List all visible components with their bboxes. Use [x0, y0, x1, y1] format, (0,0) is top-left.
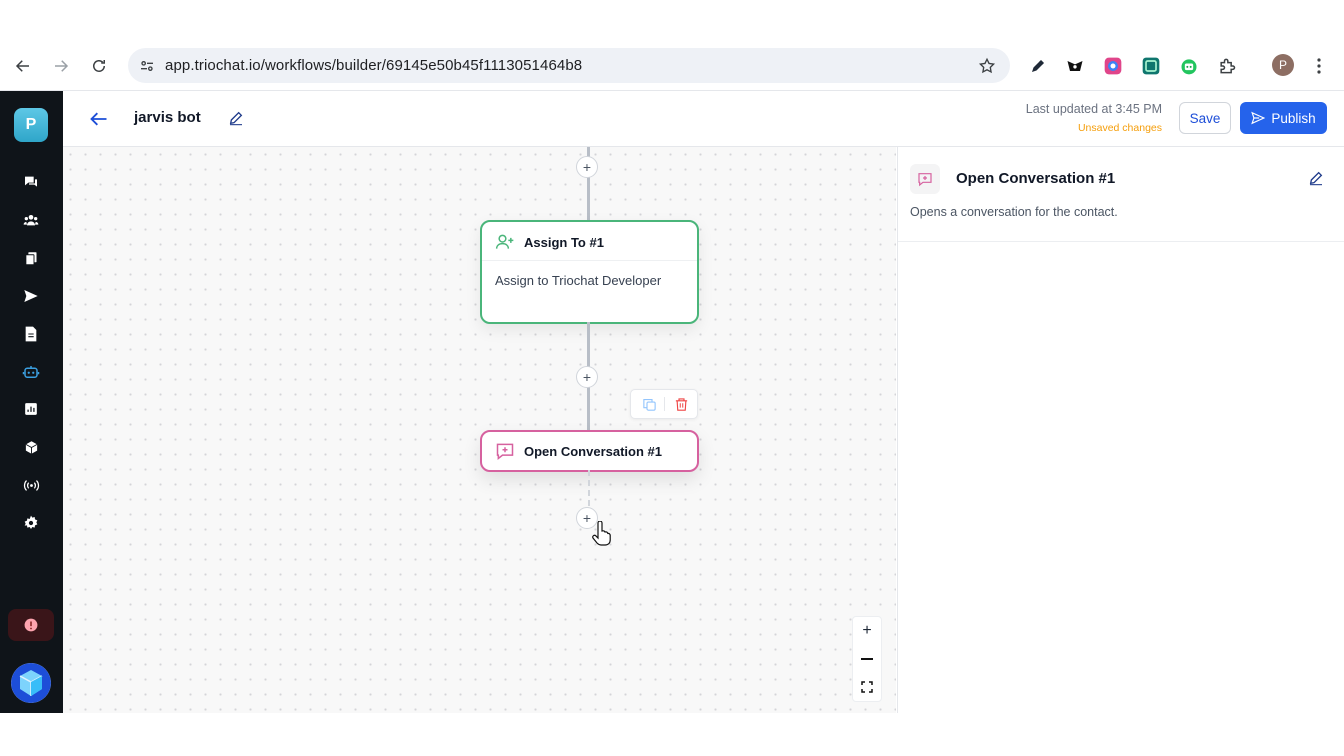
broadcast-send-icon[interactable]: [20, 285, 42, 307]
workflow-name: jarvis bot: [134, 109, 201, 126]
settings-icon[interactable]: [20, 512, 42, 534]
workspace-badge[interactable]: P: [14, 108, 48, 142]
panel-description: Opens a conversation for the contact.: [910, 205, 1118, 219]
edit-name-icon[interactable]: [226, 108, 246, 128]
fit-view-icon: [861, 681, 873, 693]
documents-icon[interactable]: [20, 247, 42, 269]
zoom-in-button[interactable]: +: [862, 622, 872, 639]
eyedropper-extension-icon[interactable]: [1027, 55, 1049, 77]
url-text: app.triochat.io/workflows/builder/69145e…: [165, 57, 583, 74]
profile-avatar[interactable]: P: [1272, 54, 1294, 76]
address-bar[interactable]: app.triochat.io/workflows/builder/69145e…: [128, 48, 1010, 83]
camera-extension-icon[interactable]: [1102, 55, 1124, 77]
delete-icon[interactable]: [672, 395, 690, 413]
browser-toolbar: app.triochat.io/workflows/builder/69145e…: [0, 42, 1344, 91]
alert-button[interactable]: [8, 609, 54, 641]
extensions-puzzle-icon[interactable]: [1216, 55, 1238, 77]
publish-button[interactable]: Publish: [1240, 102, 1327, 134]
contacts-icon[interactable]: [20, 209, 42, 231]
robot-extension-icon[interactable]: [1178, 55, 1200, 77]
panel-title: Open Conversation #1: [956, 170, 1116, 187]
chat-plus-icon: [495, 441, 515, 461]
unsaved-changes-text: Unsaved changes: [1077, 122, 1162, 134]
user-avatar[interactable]: [11, 663, 51, 703]
bot-icon[interactable]: [20, 361, 42, 383]
add-step-button[interactable]: +: [576, 507, 598, 529]
save-button[interactable]: Save: [1179, 102, 1231, 134]
divider: [664, 397, 665, 411]
open-conversation-node[interactable]: Open Conversation #1: [480, 430, 699, 472]
last-updated-text: Last updated at 3:45 PM: [1025, 102, 1162, 116]
assign-node-title: Assign To #1: [524, 235, 604, 250]
edit-node-icon[interactable]: [1306, 168, 1326, 188]
templates-icon[interactable]: [20, 323, 42, 345]
back-arrow-icon[interactable]: [87, 107, 111, 131]
add-step-button[interactable]: +: [576, 156, 598, 178]
hand-cursor-icon: [592, 521, 611, 546]
node-actions-toolbar: [630, 389, 698, 419]
duplicate-icon[interactable]: [640, 395, 658, 413]
site-info-icon[interactable]: [136, 55, 158, 77]
connector-line: [587, 147, 590, 220]
back-icon[interactable]: [11, 54, 35, 78]
forward-icon[interactable]: [49, 54, 73, 78]
open-node-title: Open Conversation #1: [524, 444, 662, 459]
connector-dashed: [588, 470, 590, 506]
add-step-button[interactable]: +: [576, 366, 598, 388]
zoom-out-button[interactable]: [853, 645, 881, 673]
builder-header: jarvis bot Last updated at 3:45 PM Unsav…: [63, 91, 1344, 147]
assign-node[interactable]: Assign To #1 Assign to Triochat Develope…: [480, 220, 699, 324]
fit-view-button[interactable]: [853, 673, 881, 701]
channels-icon[interactable]: [20, 474, 42, 496]
reports-icon[interactable]: [20, 398, 42, 420]
conversations-icon[interactable]: [20, 171, 42, 193]
workflow-canvas[interactable]: + Assign To #1 Assign to Triochat Develo…: [63, 147, 896, 713]
minus-icon: [861, 658, 873, 660]
grid-extension-icon[interactable]: [1140, 55, 1162, 77]
zoom-controls: +: [852, 616, 882, 702]
send-icon: [1251, 111, 1266, 125]
bookmark-star-icon[interactable]: [976, 55, 998, 77]
user-plus-icon: [495, 232, 515, 252]
node-details-panel: Open Conversation #1 Opens a conversatio…: [897, 147, 1344, 713]
publish-label: Publish: [1271, 110, 1316, 126]
reload-icon[interactable]: [87, 54, 111, 78]
app-sidebar: P: [0, 91, 63, 713]
assign-node-body: Assign to Triochat Developer: [495, 273, 662, 288]
chat-plus-icon: [910, 164, 940, 194]
extension-icon[interactable]: [1064, 55, 1086, 77]
alert-icon: [24, 618, 38, 632]
more-menu-icon[interactable]: [1311, 54, 1327, 78]
integrations-icon[interactable]: [20, 436, 42, 458]
